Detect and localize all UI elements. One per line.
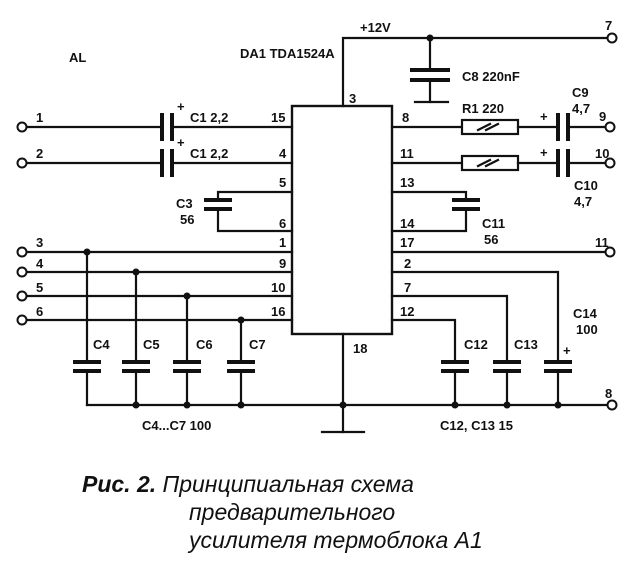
ic-body <box>290 104 394 336</box>
input-coupling <box>24 113 294 177</box>
label-r1: R1 220 <box>462 101 504 116</box>
label-c13: C13 <box>514 337 538 352</box>
label-c9-value: 4,7 <box>572 101 590 116</box>
plus-c9: + <box>540 109 548 124</box>
terminal-3: 3 <box>36 235 43 250</box>
pin-10: 10 <box>271 280 285 295</box>
terminal-7: 7 <box>605 18 612 33</box>
label-c11-value: 56 <box>484 232 498 247</box>
pin-9: 9 <box>279 256 286 271</box>
caption-line-3: усилителя термоблока А1 <box>189 527 483 553</box>
label-c8: C8 220nF <box>462 69 520 84</box>
pin-14: 14 <box>400 216 415 231</box>
label-c3: C3 <box>176 196 193 211</box>
circuit-schematic: AL DA1 TDA1524A +12V C8 220nF R1 220 C9 … <box>16 18 618 434</box>
ground-bus <box>85 332 610 434</box>
pin-12: 12 <box>400 304 414 319</box>
pin-8: 8 <box>402 110 409 125</box>
pin-1: 1 <box>279 235 286 250</box>
pin-3: 3 <box>349 91 356 106</box>
label-c3-value: 56 <box>180 212 194 227</box>
terminal-4: 4 <box>36 256 44 271</box>
terminal-2: 2 <box>36 146 43 161</box>
label-supply: +12V <box>360 20 391 35</box>
c3-capacitor <box>204 190 294 233</box>
label-c4: C4 <box>93 337 110 352</box>
caption-label: Рис. 2. <box>82 471 157 497</box>
plus-c14: + <box>563 343 571 358</box>
label-c6: C6 <box>196 337 213 352</box>
label-ic: DA1 TDA1524A <box>240 46 335 61</box>
label-c1-second: C1 2,2 <box>190 146 228 161</box>
pin-15: 15 <box>271 110 285 125</box>
pin-13: 13 <box>400 175 414 190</box>
terminal-5: 5 <box>36 280 43 295</box>
right-filter-caps <box>390 270 572 407</box>
output-networks <box>390 113 608 254</box>
label-c10: C10 <box>574 178 598 193</box>
label-c4-c7: C4...C7 100 <box>142 418 211 433</box>
label-al: AL <box>69 50 86 65</box>
terminal-8: 8 <box>605 386 612 401</box>
label-c1-first: C1 2,2 <box>190 110 228 125</box>
label-c9: C9 <box>572 85 589 100</box>
pin-17: 17 <box>400 235 414 250</box>
pin-5: 5 <box>279 175 286 190</box>
plus-c10: + <box>540 145 548 160</box>
terminal-1: 1 <box>36 110 43 125</box>
label-c7: C7 <box>249 337 266 352</box>
label-c14: C14 <box>573 306 598 321</box>
pin-7: 7 <box>404 280 411 295</box>
plus-c1-second: + <box>177 135 185 150</box>
label-c10-value: 4,7 <box>574 194 592 209</box>
c11-capacitor <box>390 190 480 233</box>
label-c12-c13: C12, C13 15 <box>440 418 513 433</box>
supply-rail <box>341 34 610 108</box>
terminal-9: 9 <box>599 109 606 124</box>
terminal-10: 10 <box>595 146 609 161</box>
plus-c1-first: + <box>177 99 185 114</box>
pin-6: 6 <box>279 216 286 231</box>
figure-caption: Рис. 2. Принципиальная схема предварител… <box>82 470 483 554</box>
terminal-11: 11 <box>595 235 609 250</box>
terminals <box>16 32 618 411</box>
tone-inputs <box>24 248 294 407</box>
pin-18: 18 <box>353 341 367 356</box>
pin-11: 11 <box>400 146 414 161</box>
pin-4: 4 <box>279 146 287 161</box>
caption-line-1: Принципиальная схема <box>162 471 414 497</box>
pin-16: 16 <box>271 304 285 319</box>
pin-2: 2 <box>404 256 411 271</box>
caption-line-2: предварительного <box>189 499 396 525</box>
terminal-6: 6 <box>36 304 43 319</box>
label-c14-value: 100 <box>576 322 598 337</box>
label-c12: C12 <box>464 337 488 352</box>
label-c5: C5 <box>143 337 160 352</box>
label-c11: C11 <box>482 216 505 231</box>
